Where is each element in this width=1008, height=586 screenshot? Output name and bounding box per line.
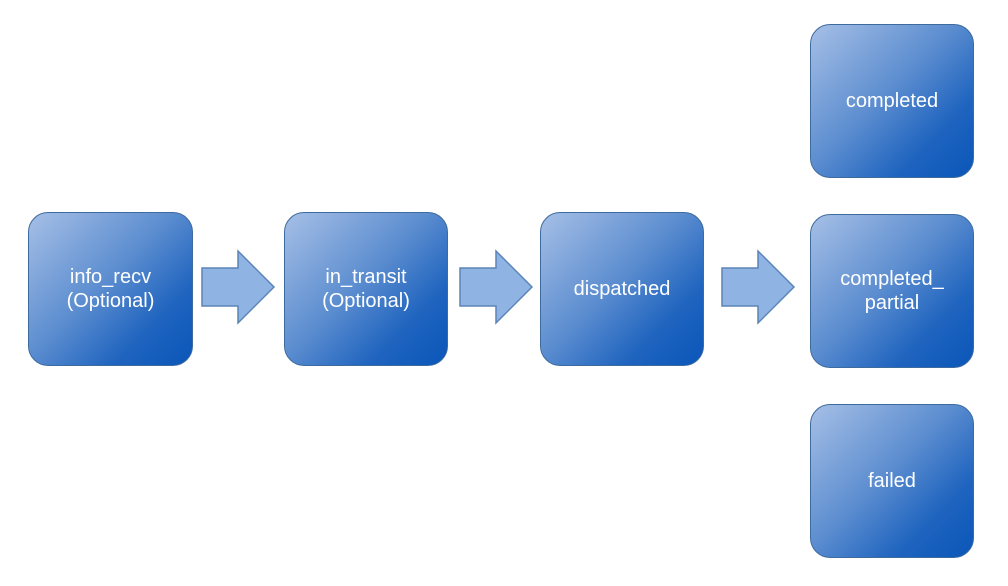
node-in-transit-label: in_transit (Optional) [322,266,410,312]
node-completed-label: completed [845,90,939,112]
node-dispatched: dispatched [540,212,704,366]
node-completed-partial: completed_ partial [810,214,974,368]
node-info-recv: info_recv (Optional) [28,212,193,366]
node-failed-label: failed [868,470,916,492]
node-dispatched-label: dispatched [573,278,671,300]
node-completed-partial-label: completed_ partial [840,268,944,314]
arrow-info-recv-to-in-transit [201,249,276,325]
node-failed: failed [810,404,974,558]
arrow-in-transit-to-dispatched [459,249,534,325]
node-in-transit: in_transit (Optional) [284,212,448,366]
node-info-recv-label: info_recv (Optional) [66,266,155,312]
arrow-dispatched-to-outcomes [721,249,796,325]
node-completed: completed [810,24,974,178]
